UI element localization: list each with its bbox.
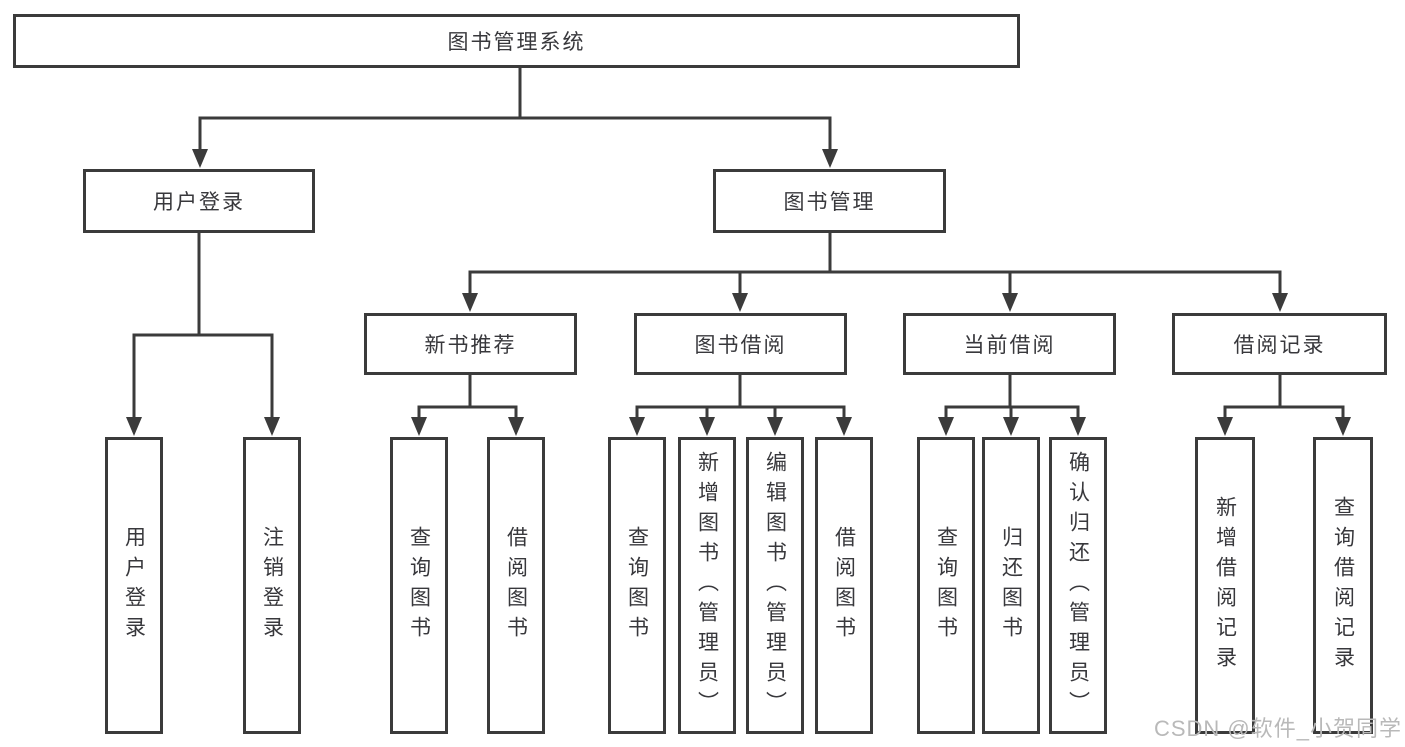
node-label: 归还图书 (999, 525, 1023, 646)
leaf-confirm-return-admin: 确认归还（管理员） (1049, 437, 1107, 734)
leaf-user-login: 用户登录 (105, 437, 163, 734)
csdn-watermark: CSDN @软件_小贺同学 (1153, 716, 1402, 741)
node-label: 借阅图书 (504, 525, 528, 646)
leaf-query-borrowing-record: 查询借阅记录 (1313, 437, 1373, 734)
node-label: 查询图书 (934, 525, 958, 646)
node-current-borrowing: 当前借阅 (903, 313, 1116, 375)
node-book-borrowing: 图书借阅 (634, 313, 847, 375)
node-label: 图书借阅 (694, 334, 787, 357)
node-label: 查询借阅记录 (1331, 495, 1355, 676)
leaf-add-borrowing-record: 新增借阅记录 (1195, 437, 1255, 734)
node-label: 当前借阅 (963, 334, 1056, 357)
leaf-query-books-current: 查询图书 (917, 437, 975, 734)
leaf-query-books-recommend: 查询图书 (390, 437, 448, 734)
node-label: 借阅图书 (832, 525, 856, 646)
leaf-borrow-books-recommend: 借阅图书 (487, 437, 545, 734)
node-library-management-system: 图书管理系统 (13, 14, 1020, 68)
node-label: 用户登录 (153, 191, 245, 214)
node-label: 新增图书（管理员） (695, 450, 719, 721)
leaf-edit-books-admin: 编辑图书（管理员） (746, 437, 804, 734)
leaf-logout: 注销登录 (243, 437, 301, 734)
arrowheads (126, 149, 1351, 436)
leaf-borrow-books: 借阅图书 (815, 437, 873, 734)
node-label: 图书管理系统 (447, 31, 586, 54)
node-label: 注销登录 (260, 525, 284, 646)
node-label: 借阅记录 (1233, 334, 1326, 357)
leaf-add-books-admin: 新增图书（管理员） (678, 437, 736, 734)
node-book-management: 图书管理 (713, 169, 946, 233)
leaf-return-books: 归还图书 (982, 437, 1040, 734)
node-label: 确认归还（管理员） (1066, 450, 1090, 721)
node-user-login: 用户登录 (83, 169, 315, 233)
node-label: 查询图书 (407, 525, 431, 646)
node-new-book-recommendation: 新书推荐 (364, 313, 577, 375)
node-borrowing-records: 借阅记录 (1172, 313, 1387, 375)
leaf-query-books-borrowing: 查询图书 (608, 437, 666, 734)
node-label: 图书管理 (783, 191, 876, 214)
node-label: 新书推荐 (424, 334, 517, 357)
node-label: 新增借阅记录 (1213, 495, 1237, 676)
node-label: 查询图书 (625, 525, 649, 646)
node-label: 编辑图书（管理员） (763, 450, 787, 721)
node-label: 用户登录 (122, 525, 146, 646)
